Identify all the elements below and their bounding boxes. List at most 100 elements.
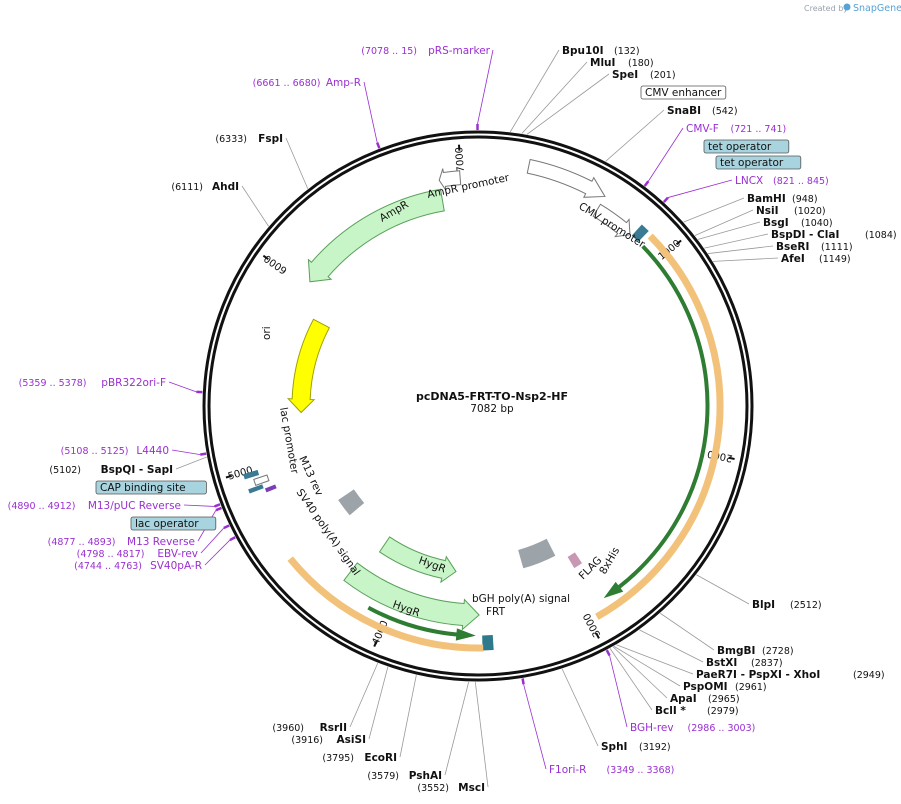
primer-leader-line (648, 127, 684, 182)
primer-name: CMV-F (686, 123, 719, 135)
site-position: (2949) (853, 670, 885, 681)
feature-tet-operator-2[interactable] (634, 227, 649, 242)
feature-ampr[interactable] (307, 188, 445, 283)
site-name: PaeR7I - PspXI - XhoI (696, 669, 820, 681)
primer-range: (3349 .. 3368) (607, 765, 675, 776)
feature-hygr-orf[interactable] (287, 556, 484, 652)
site-ecori[interactable]: EcoRI(3795) (322, 752, 397, 764)
feature-hygr-cds[interactable] (367, 605, 476, 641)
primer-mark (376, 142, 381, 149)
feature-m13-rev[interactable] (264, 484, 277, 493)
primer-leader-line (667, 179, 733, 198)
site-name: ApaI (670, 693, 697, 705)
site-pshai[interactable]: PshAI(3579) (367, 770, 442, 782)
site-apai[interactable]: ApaI(2965) (670, 693, 740, 705)
primer-name: LNCX (735, 175, 763, 187)
feature-box-cap-binding-site[interactable] (95, 480, 207, 495)
primer-m13-reverse[interactable]: M13 Reverse(4877 .. 4893) (48, 536, 195, 548)
feature-lac-operator[interactable] (248, 484, 264, 494)
site-asisi[interactable]: AsiSI(3916) (291, 734, 366, 746)
site-rsrii[interactable]: RsrII(3960) (272, 722, 347, 734)
feature-nsp2-hf-orf[interactable] (595, 233, 724, 620)
site-leader-line (696, 574, 750, 605)
site-name: MluI (590, 57, 615, 69)
site-bspqi-sapi[interactable]: BspQI - SapI(5102) (49, 464, 173, 476)
primer-bgh-rev[interactable]: BGH-rev(2986 .. 3003) (630, 722, 755, 734)
primer-range: (4744 .. 4763) (74, 561, 142, 572)
site-snabi[interactable]: SnaBI(542) (667, 105, 738, 117)
site-leader-line (616, 644, 694, 675)
site-paer7i-pspxi-xhoi[interactable]: PaeR7I - PspXI - XhoI (2949) (696, 669, 885, 681)
site-ahdi[interactable]: AhdI (6111) (171, 181, 239, 193)
tick-mark (262, 254, 269, 260)
site-position: (6333) (215, 134, 247, 145)
site-name: MscI (458, 782, 485, 794)
site-leader-line (444, 681, 470, 776)
primer-pbr322ori-f[interactable]: pBR322ori-F(5359 .. 5378) (19, 377, 166, 389)
primer-m13-puc-reverse[interactable]: M13/pUC Reverse(4890 .. 4912) (8, 500, 181, 512)
site-bspdi-clai[interactable]: BspDI - ClaI(1084) (771, 229, 897, 241)
feature-cap-binding-site[interactable] (243, 469, 260, 480)
feature-tet-operator-1[interactable] (631, 224, 646, 239)
feature-ampr-promoter[interactable] (438, 168, 462, 191)
feature-hygr-2[interactable] (378, 536, 457, 584)
primer-ebv-rev[interactable]: EBV-rev(4798 .. 4817) (77, 548, 198, 560)
site-name: AhdI (212, 181, 239, 193)
feature-8xhis[interactable] (567, 554, 579, 569)
site-bcli[interactable]: BclI *(2979) (655, 705, 739, 717)
feature-bgh-poly-a-signal[interactable] (518, 538, 556, 569)
feature-box-cmv-enhancer[interactable] (640, 85, 727, 100)
feature-lac-promoter[interactable] (253, 474, 270, 486)
primer-f1ori-r[interactable]: F1ori-R(3349 .. 3368) (549, 764, 674, 776)
primer-range: (4890 .. 4912) (8, 501, 76, 512)
feature-label-frt: FRT (486, 606, 506, 618)
primer-labels: pRS-marker(7078 .. 15) Amp-R(6661 .. 6680… (8, 45, 829, 776)
site-name: EcoRI (364, 752, 397, 764)
site-fspi[interactable]: FspI(6333) (215, 133, 283, 145)
site-bamhi[interactable]: BamHI(948) (747, 193, 818, 205)
site-sphi[interactable]: SphI(3192) (601, 741, 671, 753)
feature-box-lac-operator[interactable] (130, 516, 217, 531)
site-pspomi[interactable]: PspOMI(2961) (683, 681, 767, 693)
primer-lncx[interactable]: LNCX(821 .. 845) (735, 175, 829, 187)
feature-ori[interactable] (286, 318, 331, 414)
primer-mark (521, 678, 525, 685)
feature-label-bgh-poly-a-signal: bGH poly(A) signal (472, 593, 570, 605)
feature-sv40-poly-a-signal[interactable] (338, 489, 365, 516)
site-bstxi[interactable]: BstXI(2837) (706, 657, 783, 669)
primer-name: Amp-R (326, 77, 361, 89)
primer-prs-marker[interactable]: pRS-marker(7078 .. 15) (361, 45, 490, 57)
feature-cmv-enhancer[interactable] (526, 158, 606, 198)
site-position: (6111) (171, 182, 203, 193)
feature-cmv-promoter[interactable] (592, 203, 631, 238)
site-bseri[interactable]: BseRI(1111) (776, 241, 853, 253)
site-leader-line (561, 668, 599, 747)
tick-mark (225, 474, 232, 479)
site-spei[interactable]: SpeI(201) (612, 69, 676, 81)
feature-hygr-1[interactable] (343, 562, 480, 631)
primer-leader-line (363, 81, 378, 143)
feature-frt[interactable] (482, 635, 494, 651)
site-bsgi[interactable]: BsgI(1040) (763, 217, 833, 229)
site-position: (1149) (819, 254, 851, 265)
site-name: SnaBI (667, 105, 701, 117)
primer-l4440[interactable]: L4440(5108 .. 5125) (61, 445, 169, 457)
site-bmgbi[interactable]: BmgBI(2728) (717, 645, 794, 657)
site-bpu10i[interactable]: Bpu10I(132) (562, 45, 640, 57)
feature-label-lac-promoter: lac promoter (277, 406, 301, 475)
site-position: (3916) (291, 735, 323, 746)
feature-box-tet-operator-2[interactable] (715, 155, 802, 170)
site-name: NsiI (756, 205, 779, 217)
primer-cmv-f[interactable]: CMV-F(721 .. 741) (686, 123, 786, 135)
feature-nsp2-hf-cds[interactable] (603, 244, 710, 599)
site-nsii[interactable]: NsiI(1020) (756, 205, 826, 217)
site-name: BspQI - SapI (101, 464, 173, 476)
site-msci[interactable]: MscI(3552) (417, 782, 485, 794)
primer-amp-r[interactable]: Amp-R(6661 .. 6680) (253, 77, 361, 89)
site-afei[interactable]: AfeI(1149) (781, 253, 851, 265)
site-mlui[interactable]: MluI(180) (590, 57, 654, 69)
site-leader-line (509, 49, 560, 133)
feature-box-tet-operator-1[interactable] (703, 139, 790, 154)
primer-sv40pa-r[interactable]: SV40pA-R(4744 .. 4763) (74, 560, 202, 572)
site-blpi[interactable]: BlpI(2512) (752, 599, 822, 611)
